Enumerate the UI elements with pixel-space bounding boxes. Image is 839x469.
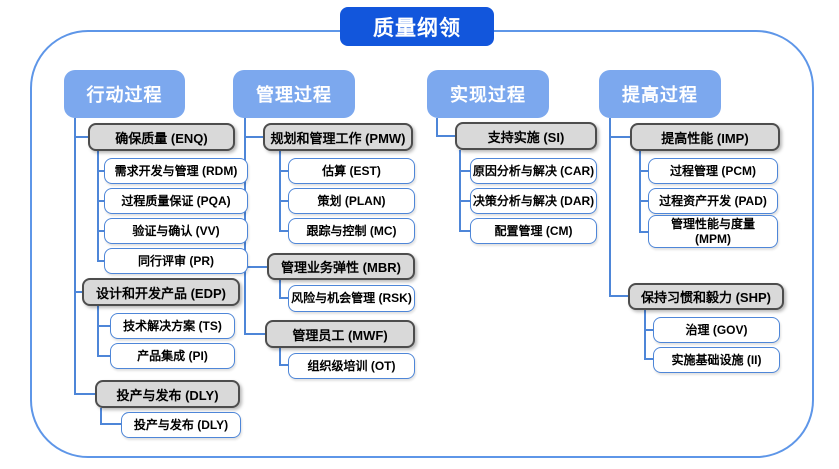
connector-line: [244, 266, 268, 268]
node-rsk: 风险与机会管理 (RSK): [288, 285, 415, 312]
connector-line: [459, 230, 471, 232]
connector-line: [459, 170, 471, 172]
connector-line: [459, 150, 461, 232]
connector-line: [97, 230, 105, 232]
node-imp: 提高性能 (IMP): [630, 123, 780, 151]
connector-line: [436, 135, 456, 137]
column-header-action-process: 行动过程: [64, 70, 185, 118]
node-mpm: 管理性能与度量 (MPM): [648, 215, 778, 248]
column-header-management-process: 管理过程: [233, 70, 355, 118]
node-gov: 治理 (GOV): [653, 317, 780, 343]
connector-line: [97, 170, 105, 172]
connector-line: [279, 170, 289, 172]
node-mc: 跟踪与控制 (MC): [288, 218, 415, 244]
diagram-title: 质量纲领: [340, 7, 494, 46]
node-shp: 保持习惯和毅力 (SHP): [628, 283, 784, 310]
column-header-implementation-process: 实现过程: [427, 70, 549, 118]
connector-line: [97, 355, 111, 357]
node-cm: 配置管理 (CM): [470, 218, 597, 244]
connector-line: [639, 231, 649, 233]
connector-line: [279, 230, 289, 232]
column-header-improvement-process: 提高过程: [599, 70, 721, 118]
node-car: 原因分析与解决 (CAR): [470, 158, 597, 184]
connector-line: [279, 151, 281, 232]
node-mwf: 管理员工 (MWF): [265, 320, 415, 348]
connector-line: [609, 136, 631, 138]
connector-line: [609, 295, 629, 297]
node-mbr: 管理业务弹性 (MBR): [267, 253, 415, 280]
connector-line: [279, 297, 289, 299]
connector-line: [74, 136, 89, 138]
node-vv: 验证与确认 (VV): [104, 218, 248, 244]
node-ot: 组织级培训 (OT): [288, 353, 415, 379]
connector-line: [97, 200, 105, 202]
connector-line: [97, 306, 99, 357]
node-si: 支持实施 (SI): [455, 122, 597, 150]
connector-line: [459, 200, 471, 202]
connector-line: [644, 358, 654, 360]
connector-line: [279, 200, 289, 202]
connector-line: [639, 200, 649, 202]
node-pmw: 规划和管理工作 (PMW): [263, 123, 413, 151]
node-pad: 过程资产开发 (PAD): [648, 188, 778, 214]
connector-line: [100, 408, 102, 425]
node-enq: 确保质量 (ENQ): [88, 123, 235, 151]
node-ts: 技术解决方案 (TS): [110, 313, 235, 339]
connector-line: [97, 325, 111, 327]
node-edp: 设计和开发产品 (EDP): [82, 278, 240, 306]
connector-line: [609, 118, 611, 297]
node-pi: 产品集成 (PI): [110, 343, 235, 369]
connector-line: [97, 151, 99, 262]
node-pr: 同行评审 (PR): [104, 248, 248, 274]
connector-line: [244, 333, 266, 335]
node-ii: 实施基础设施 (II): [653, 347, 780, 373]
node-dly: 投产与发布 (DLY): [95, 380, 240, 408]
connector-line: [436, 118, 438, 137]
connector-line: [100, 423, 121, 425]
connector-line: [74, 393, 96, 395]
connector-line: [279, 280, 281, 299]
node-dar: 决策分析与解决 (DAR): [470, 188, 597, 214]
connector-line: [74, 291, 83, 293]
connector-line: [639, 151, 641, 232]
connector-line: [74, 118, 76, 395]
connector-line: [644, 310, 646, 360]
node-pcm: 过程管理 (PCM): [648, 158, 778, 184]
connector-line: [279, 364, 289, 366]
connector-line: [279, 348, 281, 366]
connector-line: [97, 260, 105, 262]
node-est: 估算 (EST): [288, 158, 415, 184]
node-rdm: 需求开发与管理 (RDM): [104, 158, 248, 184]
connector-line: [244, 136, 264, 138]
node-dly-sub: 投产与发布 (DLY): [121, 412, 241, 438]
node-plan: 策划 (PLAN): [288, 188, 415, 214]
node-pqa: 过程质量保证 (PQA): [104, 188, 248, 214]
connector-line: [644, 329, 654, 331]
connector-line: [639, 170, 649, 172]
